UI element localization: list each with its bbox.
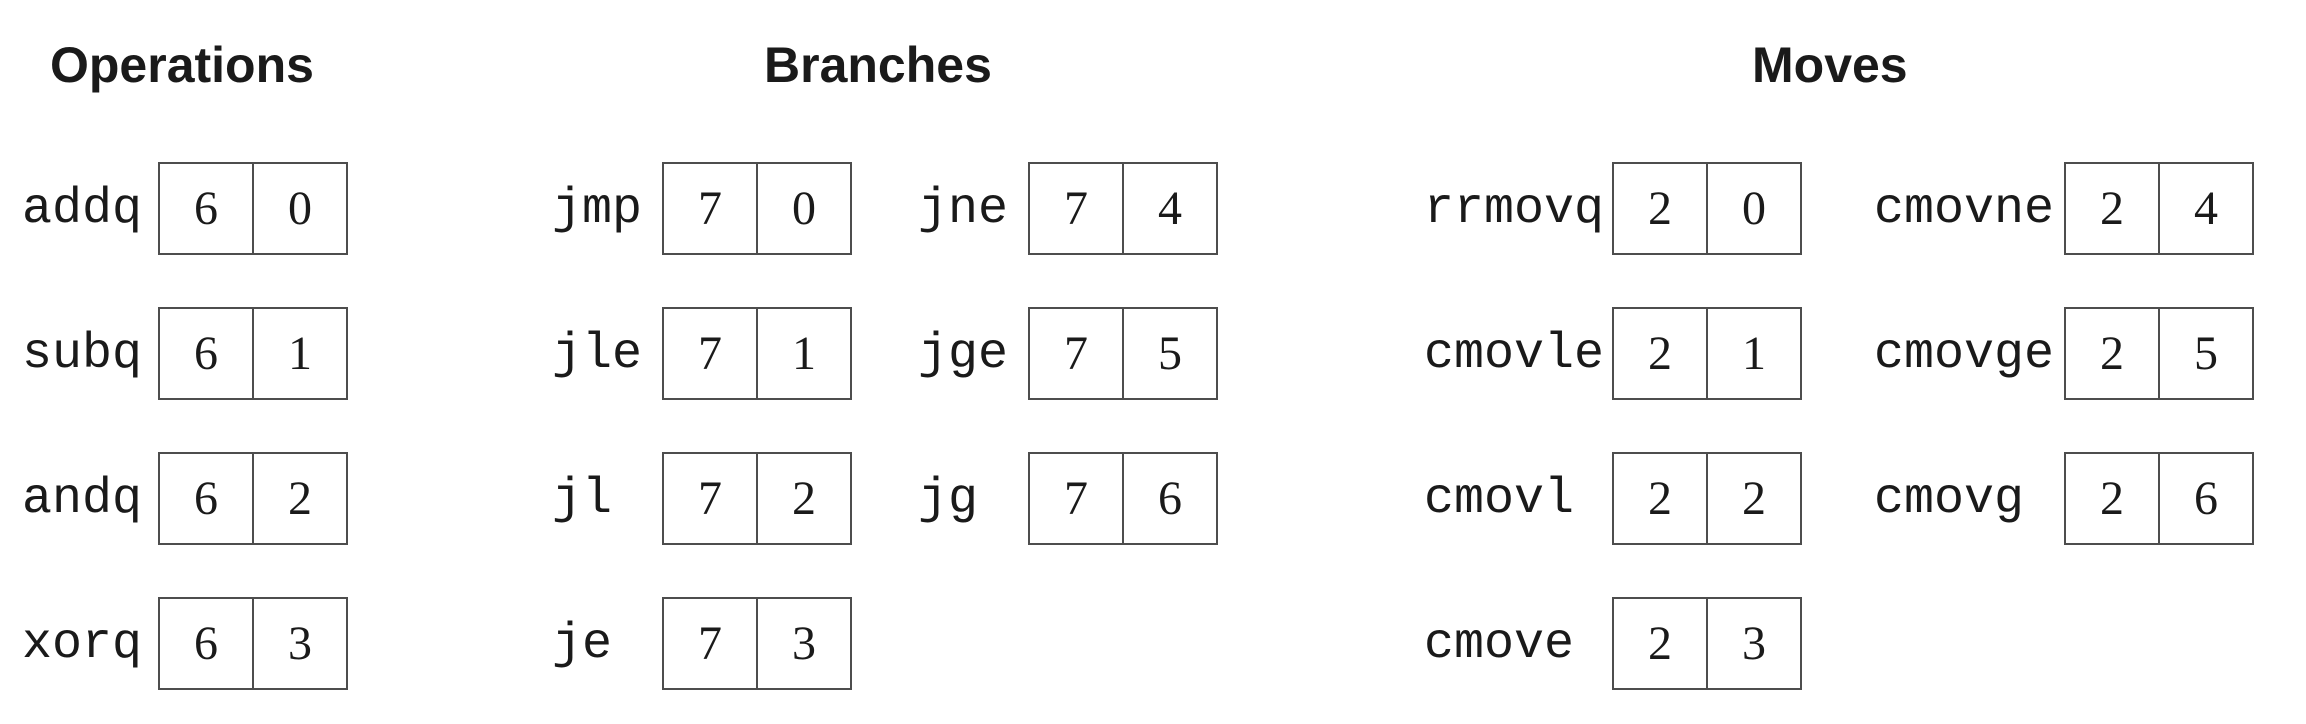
operations-heading: Operations <box>50 37 314 93</box>
mnemonic: cmovne <box>1874 181 2055 238</box>
icode-box: 6 <box>158 162 254 255</box>
ifun-box: 1 <box>252 307 348 400</box>
branches-heading: Branches <box>764 37 992 93</box>
mnemonic: andq <box>22 471 143 528</box>
icode-box: 7 <box>662 162 758 255</box>
ifun-box: 5 <box>1122 307 1218 400</box>
ifun-box: 3 <box>756 597 852 690</box>
icode-box: 6 <box>158 597 254 690</box>
mnemonic: addq <box>22 181 143 238</box>
mnemonic: je <box>552 616 613 673</box>
ifun-box: 4 <box>2158 162 2254 255</box>
icode-box: 7 <box>1028 162 1124 255</box>
ifun-box: 6 <box>2158 452 2254 545</box>
ifun-box: 2 <box>1706 452 1802 545</box>
icode-box: 6 <box>158 307 254 400</box>
mnemonic: jge <box>918 326 1009 383</box>
mnemonic: cmovl <box>1424 471 1575 528</box>
ifun-box: 2 <box>756 452 852 545</box>
mnemonic: cmovg <box>1874 471 2025 528</box>
icode-box: 6 <box>158 452 254 545</box>
mnemonic: rrmovq <box>1424 181 1605 238</box>
mnemonic: cmovge <box>1874 326 2055 383</box>
mnemonic: jg <box>918 471 979 528</box>
mnemonic: jl <box>552 471 613 528</box>
icode-box: 7 <box>1028 452 1124 545</box>
ifun-box: 2 <box>252 452 348 545</box>
mnemonic: jne <box>918 181 1009 238</box>
mnemonic: cmove <box>1424 616 1575 673</box>
mnemonic: cmovle <box>1424 326 1605 383</box>
ifun-box: 3 <box>1706 597 1802 690</box>
ifun-box: 1 <box>1706 307 1802 400</box>
mnemonic: xorq <box>22 616 143 673</box>
icode-box: 2 <box>2064 307 2160 400</box>
icode-box: 2 <box>1612 307 1708 400</box>
ifun-box: 6 <box>1122 452 1218 545</box>
mnemonic: jle <box>552 326 643 383</box>
icode-box: 2 <box>1612 597 1708 690</box>
icode-box: 2 <box>1612 452 1708 545</box>
ifun-box: 1 <box>756 307 852 400</box>
ifun-box: 0 <box>756 162 852 255</box>
icode-box: 7 <box>662 452 758 545</box>
icode-box: 2 <box>1612 162 1708 255</box>
ifun-box: 0 <box>252 162 348 255</box>
ifun-box: 3 <box>252 597 348 690</box>
ifun-box: 4 <box>1122 162 1218 255</box>
ifun-box: 0 <box>1706 162 1802 255</box>
icode-box: 2 <box>2064 452 2160 545</box>
ifun-box: 5 <box>2158 307 2254 400</box>
mnemonic: subq <box>22 326 143 383</box>
icode-box: 7 <box>662 597 758 690</box>
icode-box: 2 <box>2064 162 2160 255</box>
icode-box: 7 <box>662 307 758 400</box>
moves-heading: Moves <box>1752 37 1908 93</box>
icode-box: 7 <box>1028 307 1124 400</box>
mnemonic: jmp <box>552 181 643 238</box>
